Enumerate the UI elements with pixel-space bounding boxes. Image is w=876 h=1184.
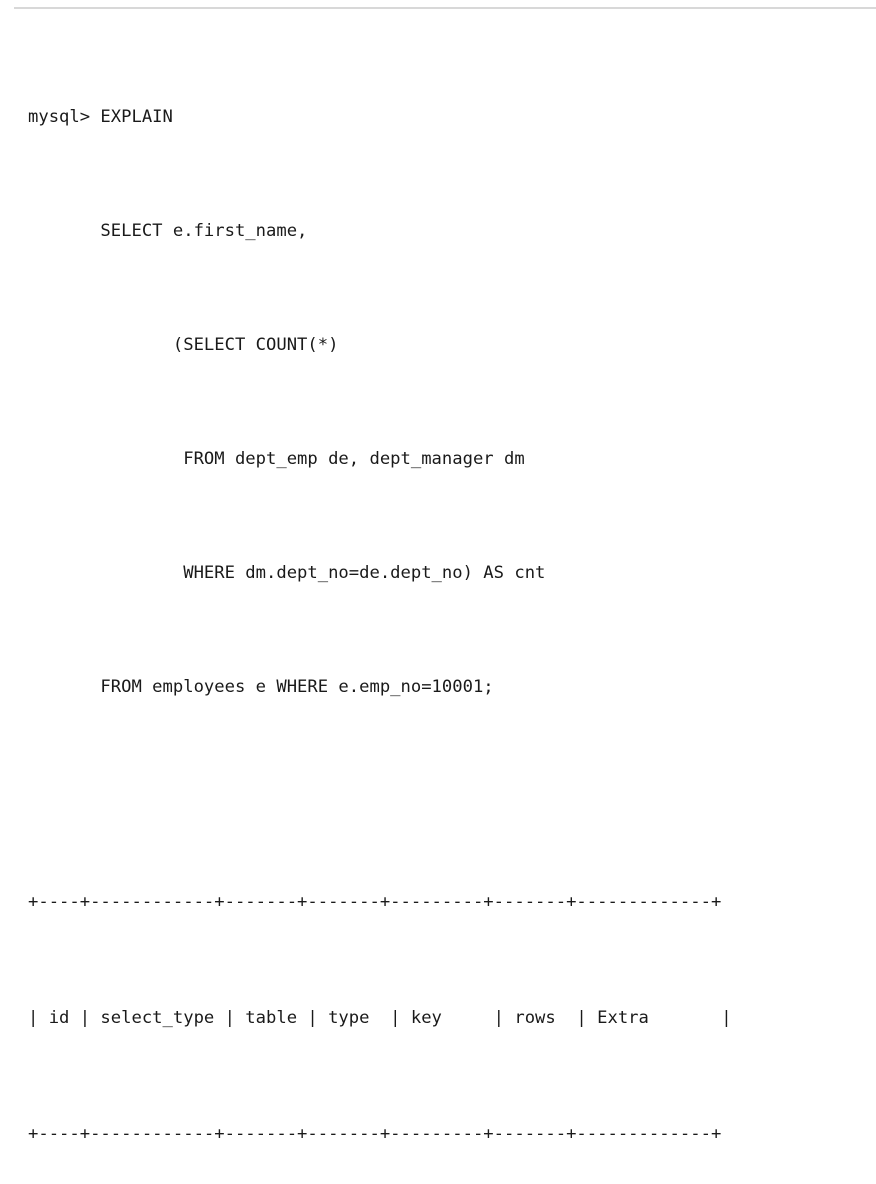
console-output: mysql> EXPLAIN SELECT e.first_name, (SEL… [28,22,876,1184]
query-line-from-outer: FROM employees e WHERE e.emp_no=10001; [28,677,494,697]
table-rule-header: +----+------------+-------+-------+-----… [28,1123,722,1144]
query-line-prompt: mysql> EXPLAIN [28,107,173,127]
query-line-from-sub: FROM dept_emp de, dept_manager dm [28,449,525,469]
table-rule-top: +----+------------+-------+-------+-----… [28,892,722,913]
sql-query-block: mysql> EXPLAIN SELECT e.first_name, (SEL… [28,22,876,782]
top-divider-rule [14,7,876,9]
query-line-where-sub: WHERE dm.dept_no=de.dept_no) AS cnt [28,563,546,583]
explain-result-table: +----+------------+-------+-------+-----… [28,806,876,1184]
table-header-row: | id | select_type | table | type | key … [28,1007,732,1028]
terminal-screenshot: mysql> EXPLAIN SELECT e.first_name, (SEL… [14,7,876,1144]
query-line-subselect: (SELECT COUNT(*) [28,335,339,355]
query-line-select: SELECT e.first_name, [28,221,308,241]
